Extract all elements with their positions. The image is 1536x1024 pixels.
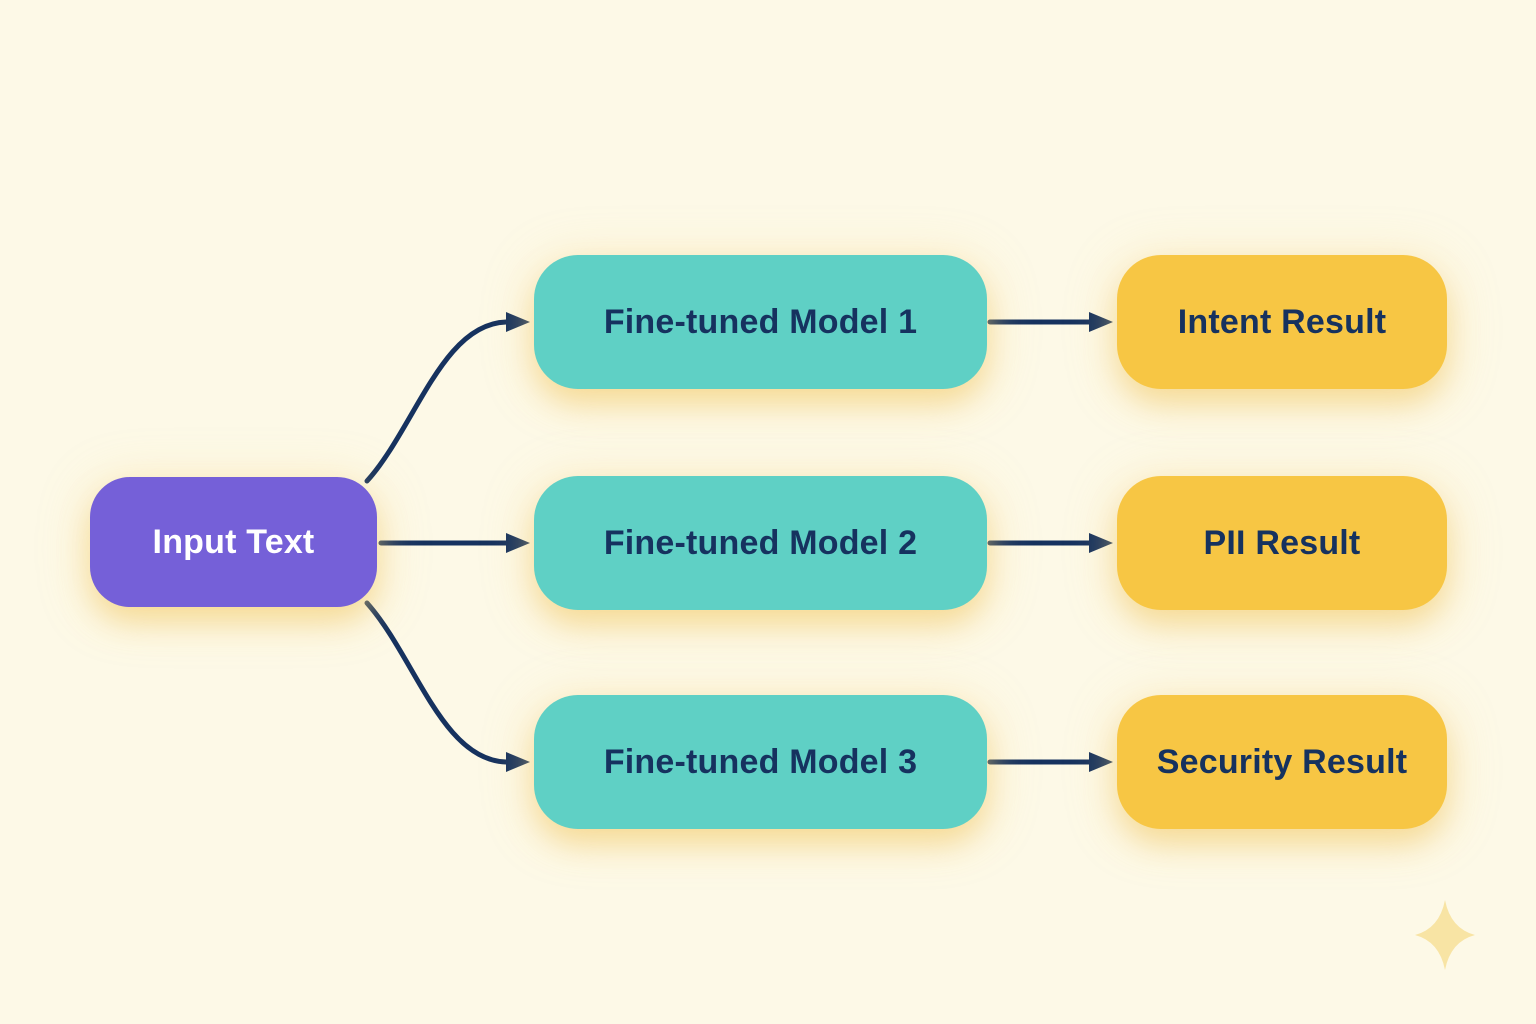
input-text-label: Input Text [152,522,315,561]
result-node-security: Security Result [1117,695,1447,829]
result-node-intent: Intent Result [1117,255,1447,389]
model-node-3: Fine-tuned Model 3 [534,695,987,829]
model-1-label: Fine-tuned Model 1 [603,302,918,341]
model-node-2: Fine-tuned Model 2 [534,476,987,610]
security-result-label: Security Result [1156,742,1408,781]
arrow-model-3-to-result-3 [987,752,1113,772]
intent-result-label: Intent Result [1177,302,1387,341]
input-text-node: Input Text [90,477,377,607]
arrow-input-to-model-2 [378,533,530,553]
pii-result-label: PII Result [1203,523,1361,562]
arrow-model-2-to-result-2 [987,533,1113,553]
model-3-label: Fine-tuned Model 3 [603,742,918,781]
arrow-input-to-model-3 [364,600,530,772]
arrow-input-to-model-1 [364,312,530,484]
arrow-model-1-to-result-1 [987,312,1113,332]
model-node-1: Fine-tuned Model 1 [534,255,987,389]
model-2-label: Fine-tuned Model 2 [603,523,918,562]
sparkle-icon [1415,900,1475,970]
result-node-pii: PII Result [1117,476,1447,610]
